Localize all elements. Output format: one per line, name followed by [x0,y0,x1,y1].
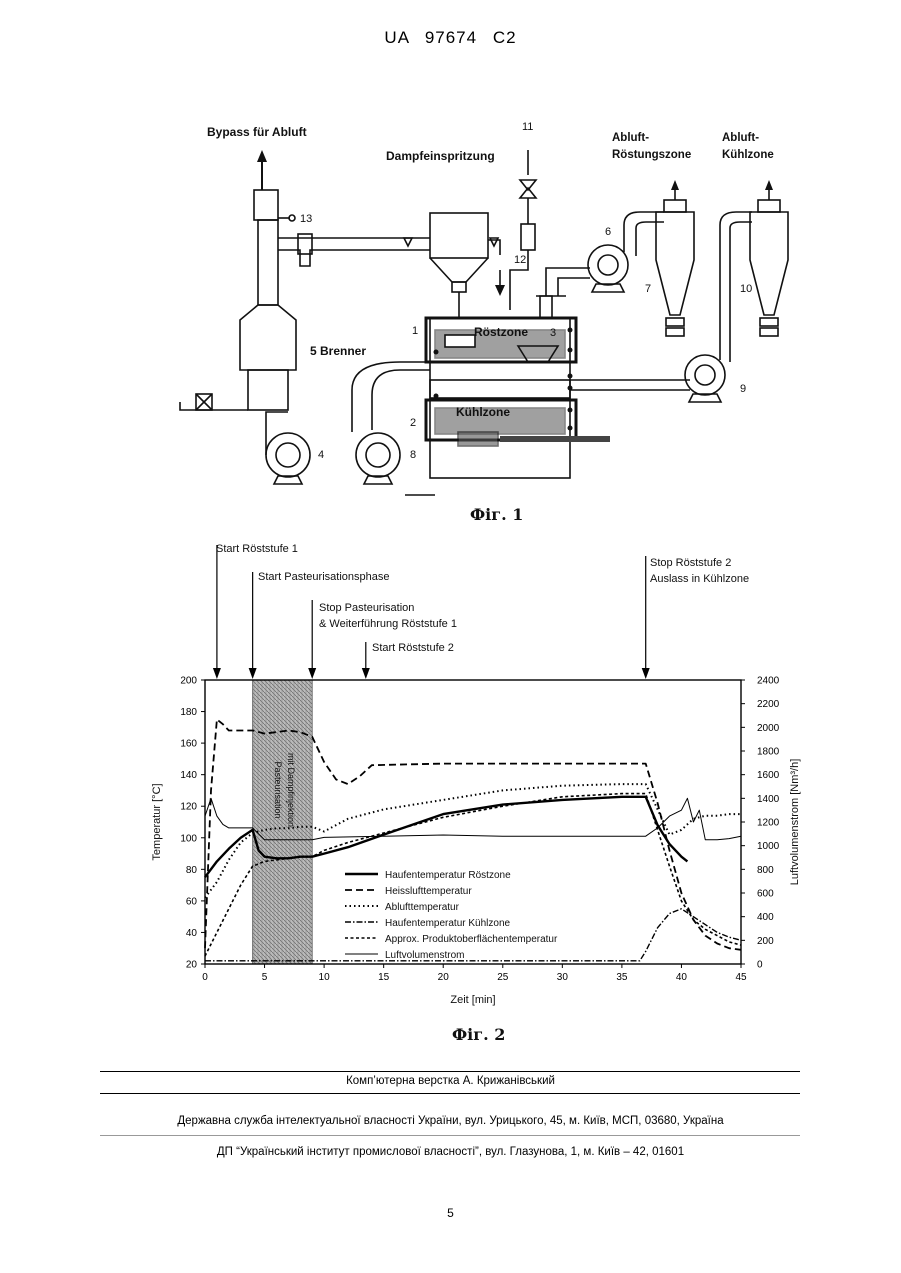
legend-label-hot-air: Heisslufttemperatur [385,886,472,897]
y-tick-label: 80 [186,865,198,876]
x-tick-label: 15 [378,972,390,983]
y-tick-label: 140 [180,770,197,781]
y2-tick-label: 1600 [757,770,780,781]
y2-tick-label: 200 [757,936,774,947]
footer-typesetter: Комп’ютерна верстка А. Крижанівський [0,1075,901,1087]
pasteurisation-band [253,680,313,964]
y-tick-label: 100 [180,833,197,844]
band-label-1: Pasteurisation [273,761,283,818]
event-arrowhead [213,668,221,679]
y-tick-label: 60 [186,896,198,907]
x-tick-label: 20 [438,972,450,983]
annotation-stop-pasteurisation-2: & Weiterführung Röststufe 1 [319,618,457,630]
x-tick-label: 35 [616,972,628,983]
x-tick-label: 30 [557,972,569,983]
legend-label-exhaust: Ablufttemperatur [385,902,460,913]
y2-axis-label: Luftvolumenstrom [Nm³/h] [789,759,801,886]
x-tick-label: 5 [262,972,268,983]
x-tick-label: 0 [202,972,208,983]
x-tick-label: 40 [676,972,688,983]
y2-tick-label: 2000 [757,723,780,734]
y2-tick-label: 1800 [757,747,780,758]
figure-2-chart: 0 5 10 15 20 25 30 35 40 45 20 40 60 80 100 120 140 160 18… [0,0,901,1060]
page-number: 5 [0,1206,901,1220]
y2-tick-label: 1200 [757,818,780,829]
y2-tick-label: 2400 [757,676,780,687]
y-tick-label: 40 [186,928,198,939]
footer-rule-bottom [100,1135,800,1136]
event-marker-layer [213,545,650,679]
y2-tick-label: 600 [757,889,774,900]
figure-2-caption: Фіг. 2 [452,1025,505,1044]
legend-label-roast-temp: Haufentemperatur Röstzone [385,870,511,881]
x-axis-label: Zeit [min] [450,994,495,1006]
annotation-start-pasteurisation: Start Pasteurisationsphase [258,571,389,583]
event-arrowhead [642,668,650,679]
legend-label-air-flow: Luftvolumenstrom [385,950,464,961]
annotation-stop-roast-2-1: Stop Röststufe 2 [650,557,731,569]
band-label-2: mit Dampfinjektion [286,753,296,827]
y-tick-label: 160 [180,739,197,750]
y2-tick-label: 800 [757,865,774,876]
y2-tick-label: 1000 [757,841,780,852]
x-tick-label: 10 [319,972,331,983]
footer-agency: Державна служба інтелектуальної власност… [0,1115,901,1127]
footer-institute: ДП “Український інститут промислової вла… [0,1146,901,1158]
footer-rule-top [100,1071,800,1072]
annotation-start-roast-2: Start Röststufe 2 [372,642,454,654]
legend: Haufentemperatur Röstzone Heisslufttempe… [345,870,558,961]
pasteurisation-band-layer [253,680,313,964]
y2-tick-label: 0 [757,960,763,971]
x-tick-label: 45 [735,972,747,983]
y-tick-label: 120 [180,802,197,813]
footer-rule-middle [100,1093,800,1094]
x-tick-label: 25 [497,972,509,983]
y-tick-label: 20 [186,960,198,971]
annotation-start-roast-1: Start Röststufe 1 [216,543,298,555]
legend-label-surface-temp: Approx. Produktoberflächentemperatur [385,934,558,945]
legend-label-cooling-temp: Haufentemperatur Kühlzone [385,918,511,929]
annotation-stop-roast-2-2: Auslass in Kühlzone [650,573,749,585]
y-axis-label: Temperatur [°C] [151,783,163,860]
y-tick-label: 200 [180,676,197,687]
event-arrowhead [362,668,370,679]
y-tick-label: 180 [180,707,197,718]
y2-tick-label: 2200 [757,699,780,710]
annotation-stop-pasteurisation-1: Stop Pasteurisation [319,602,414,614]
y2-tick-label: 1400 [757,794,780,805]
event-arrowhead [249,668,257,679]
y2-tick-label: 400 [757,912,774,923]
event-arrowhead [308,668,316,679]
